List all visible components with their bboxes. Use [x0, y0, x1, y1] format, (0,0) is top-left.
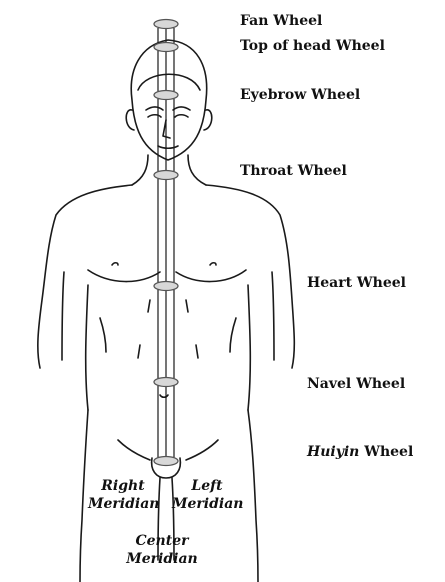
- abs-mark-3: [137, 344, 141, 359]
- eyebrow-wheel-disc: [153, 89, 179, 101]
- throat-wheel-label: Throat Wheel: [240, 163, 347, 179]
- rib-mark-left: [229, 317, 237, 353]
- groin: [150, 457, 182, 479]
- abs-mark-4: [195, 344, 199, 359]
- left-torso-side: [247, 284, 252, 411]
- left-nipple: [209, 261, 217, 266]
- right-meridian-label: Right Meridian: [88, 477, 160, 513]
- huiyin-italic-word: Huiyin: [307, 444, 360, 460]
- eyebrow-wheel-label: Eyebrow Wheel: [240, 87, 361, 103]
- center-meridian-line1: Center: [135, 533, 189, 549]
- left-meridian-line2: Meridian: [172, 496, 244, 512]
- heart-wheel-disc: [153, 280, 179, 292]
- left-meridian-line1: Left: [191, 478, 223, 494]
- neck-right: [131, 154, 149, 186]
- rib-mark-right: [99, 317, 107, 353]
- neck-left: [187, 154, 207, 186]
- right-eye: [147, 113, 162, 118]
- left-meridian-label: Left Meridian: [172, 477, 244, 513]
- right-meridian-line2: Meridian: [88, 496, 160, 512]
- huiyin-wheel-label: Huiyin Wheel: [307, 444, 413, 460]
- right-torso-side: [84, 284, 89, 411]
- right-nipple: [111, 261, 119, 266]
- top-of-head-wheel-label: Top of head Wheel: [240, 38, 385, 54]
- right-groin-line: [117, 439, 151, 461]
- navel-mark: [159, 394, 169, 399]
- right-inner-arm: [61, 271, 65, 361]
- throat-wheel-disc: [153, 169, 179, 181]
- navel-wheel-disc: [153, 376, 179, 388]
- right-eyebrow: [145, 106, 164, 111]
- center-channel: [157, 28, 175, 462]
- right-shoulder-arm: [37, 184, 133, 369]
- head-outline: [130, 39, 208, 161]
- left-inner-arm: [271, 271, 275, 361]
- fan-wheel-label: Fan Wheel: [240, 13, 323, 29]
- center-meridian-line2: Meridian: [126, 551, 198, 567]
- center-meridian-label: Center Meridian: [124, 532, 200, 568]
- abs-mark-2: [185, 299, 189, 313]
- left-pec: [175, 269, 247, 283]
- left-inner-leg: [171, 477, 175, 561]
- left-eyebrow: [172, 106, 191, 111]
- mouth: [157, 145, 179, 150]
- fan-wheel-disc: [153, 18, 179, 30]
- left-ear: [203, 109, 213, 131]
- right-pec: [87, 269, 161, 283]
- navel-wheel-label: Navel Wheel: [307, 376, 406, 392]
- huiyin-rest-text: Wheel: [359, 444, 414, 460]
- right-meridian-line1: Right: [101, 478, 145, 494]
- left-groin-line: [185, 439, 219, 461]
- right-ear: [125, 109, 135, 131]
- right-inner-leg: [157, 477, 161, 561]
- abs-mark-1: [147, 299, 151, 313]
- right-hip-leg: [79, 409, 89, 582]
- left-shoulder-arm: [205, 184, 296, 369]
- nose: [162, 119, 171, 139]
- left-hip-leg: [247, 409, 259, 582]
- hair-line: [137, 73, 201, 91]
- left-eye: [174, 113, 189, 118]
- heart-wheel-label: Heart Wheel: [307, 275, 406, 291]
- top-of-head-wheel-disc: [153, 41, 179, 53]
- huiyin-wheel-disc: [153, 455, 179, 467]
